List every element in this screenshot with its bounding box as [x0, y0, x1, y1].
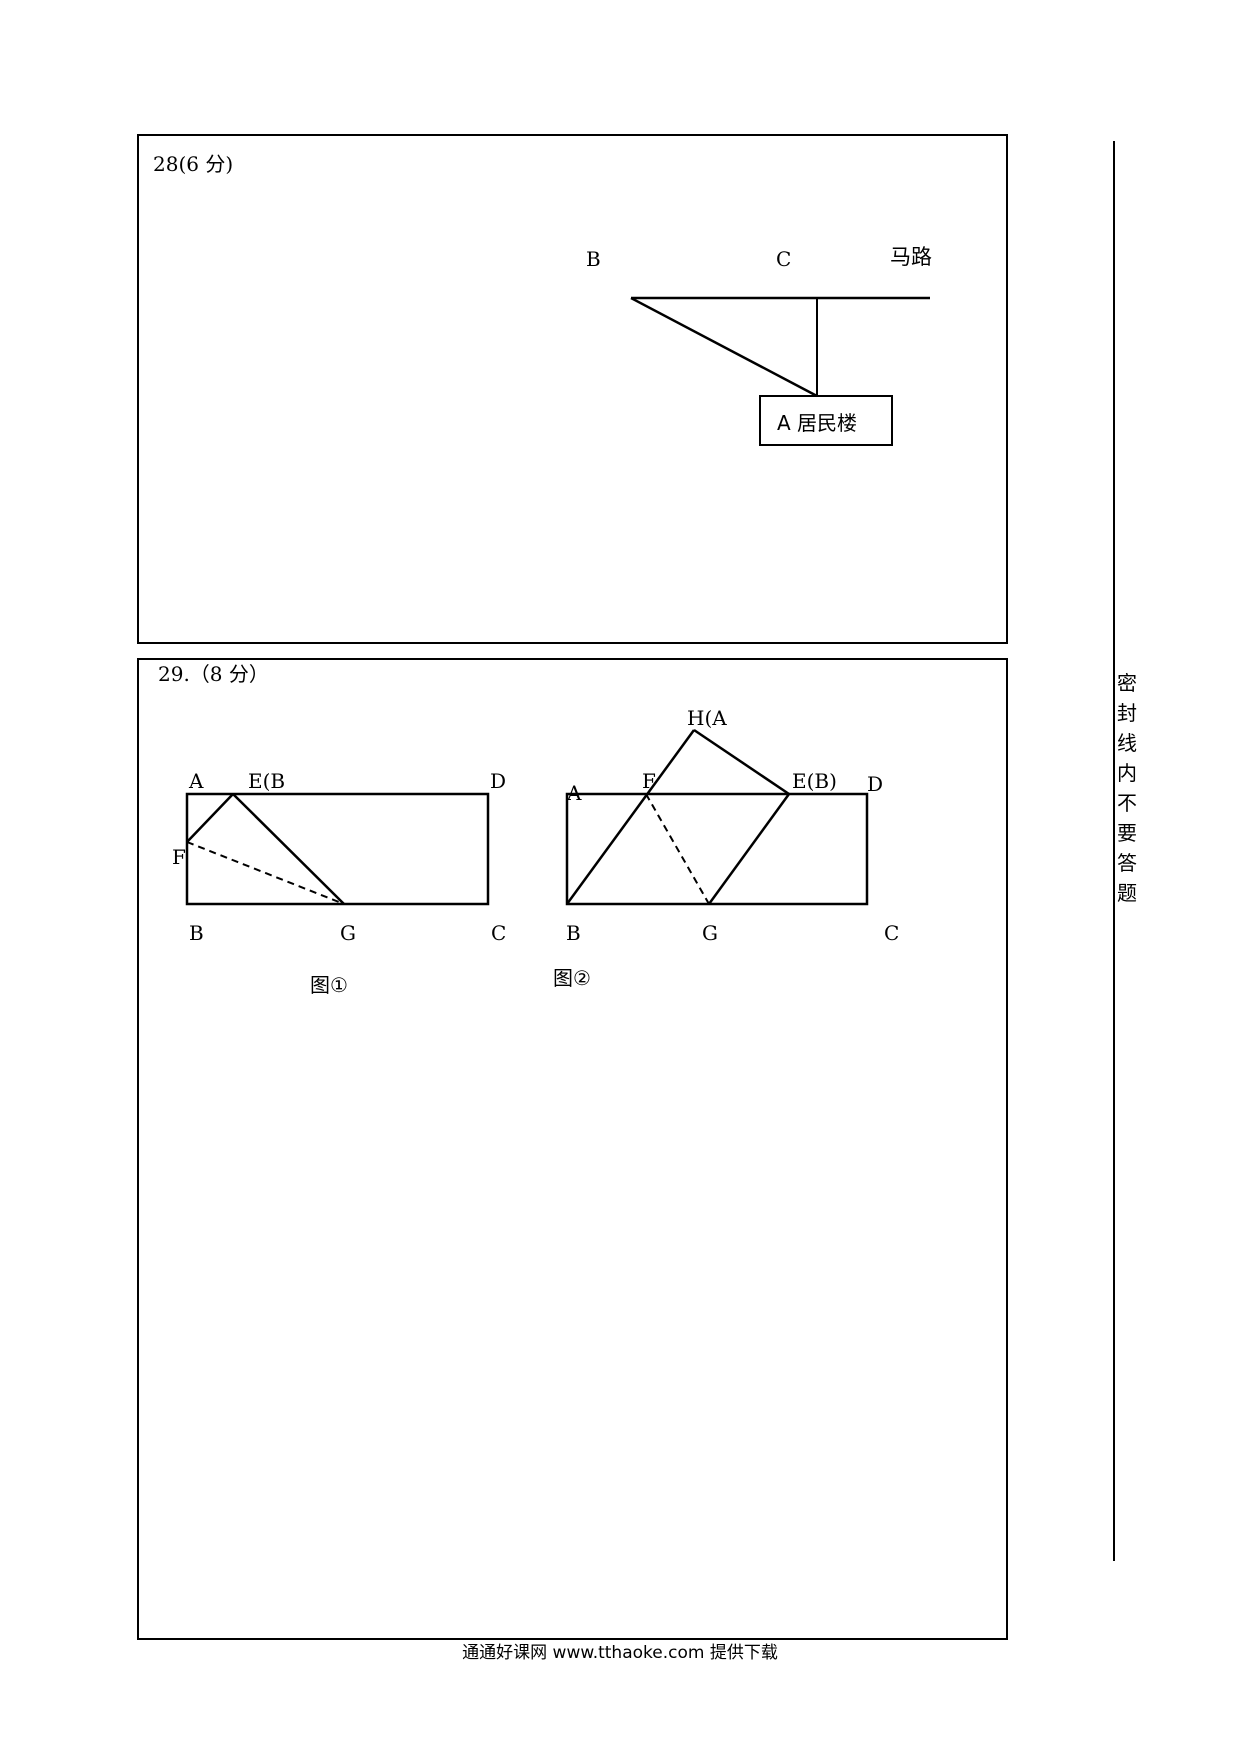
- fig2-segment-bh: [565, 729, 696, 905]
- q28-label-b: B: [586, 247, 601, 271]
- fig2-label-a: A: [566, 781, 582, 805]
- page-footer: 通通好课网 www.tthaoke.com 提供下载: [462, 1643, 778, 1663]
- fig2-label-f: F: [642, 769, 656, 793]
- fig1-label-eb: E(B: [248, 769, 285, 793]
- binding-margin-line: [1113, 141, 1115, 1561]
- fig2-label-d: D: [867, 772, 883, 796]
- seal-char: 题: [1117, 881, 1137, 905]
- seal-line-notice: 密 封 线 内 不 要 答 题: [1114, 668, 1140, 908]
- seal-char: 线: [1117, 731, 1137, 755]
- seal-char: 答: [1117, 851, 1137, 875]
- fig2-label-b: B: [566, 921, 581, 945]
- fig2-rectangle: [565, 792, 869, 906]
- fig2-fold-line-fg: [645, 793, 710, 905]
- fig1-segment-fe: [186, 793, 234, 843]
- seal-char: 不: [1117, 791, 1137, 815]
- q28-road-diagram: B C 马路 A 居民楼: [586, 245, 932, 446]
- segment-ab: [630, 296, 818, 398]
- question-28-title: 28(6 分): [153, 152, 234, 176]
- seal-char: 密: [1117, 671, 1137, 695]
- fig1-caption: 图①: [310, 973, 348, 997]
- fig1-segment-eg: [232, 793, 345, 905]
- fig2-label-g: G: [702, 921, 718, 945]
- seal-char: 内: [1117, 761, 1137, 785]
- fig1-label-b: B: [189, 921, 204, 945]
- seal-char: 封: [1117, 701, 1137, 725]
- fig1-label-g: G: [340, 921, 356, 945]
- fig2-segment-eg: [707, 793, 791, 905]
- fig1-label-d: D: [490, 769, 506, 793]
- q28-label-c: C: [776, 247, 791, 271]
- fig1-label-a: A: [188, 769, 204, 793]
- building-label: A 居民楼: [777, 411, 857, 435]
- fig1-fold-line-fg: [186, 841, 345, 905]
- q29-figure-2: H(A A F E(B) D B G C 图②: [553, 706, 899, 990]
- q28-label-road: 马路: [890, 245, 932, 269]
- fig2-label-ha: H(A: [687, 706, 727, 730]
- fig1-label-c: C: [491, 921, 506, 945]
- fig2-caption: 图②: [553, 966, 591, 990]
- question-29-title: 29.（8 分）: [158, 662, 269, 686]
- question-29-box: [137, 658, 1008, 1640]
- fig2-label-c: C: [884, 921, 899, 945]
- seal-char: 要: [1117, 821, 1137, 845]
- question-28-box: [137, 134, 1008, 644]
- fig1-label-f: F: [172, 845, 186, 869]
- fig2-segment-he: [693, 728, 790, 796]
- building-box: [759, 395, 893, 446]
- fig2-label-eb: E(B): [792, 769, 837, 793]
- q29-figure-1: A E(B D F B G C 图①: [172, 769, 506, 997]
- fig1-rectangle: [185, 792, 490, 906]
